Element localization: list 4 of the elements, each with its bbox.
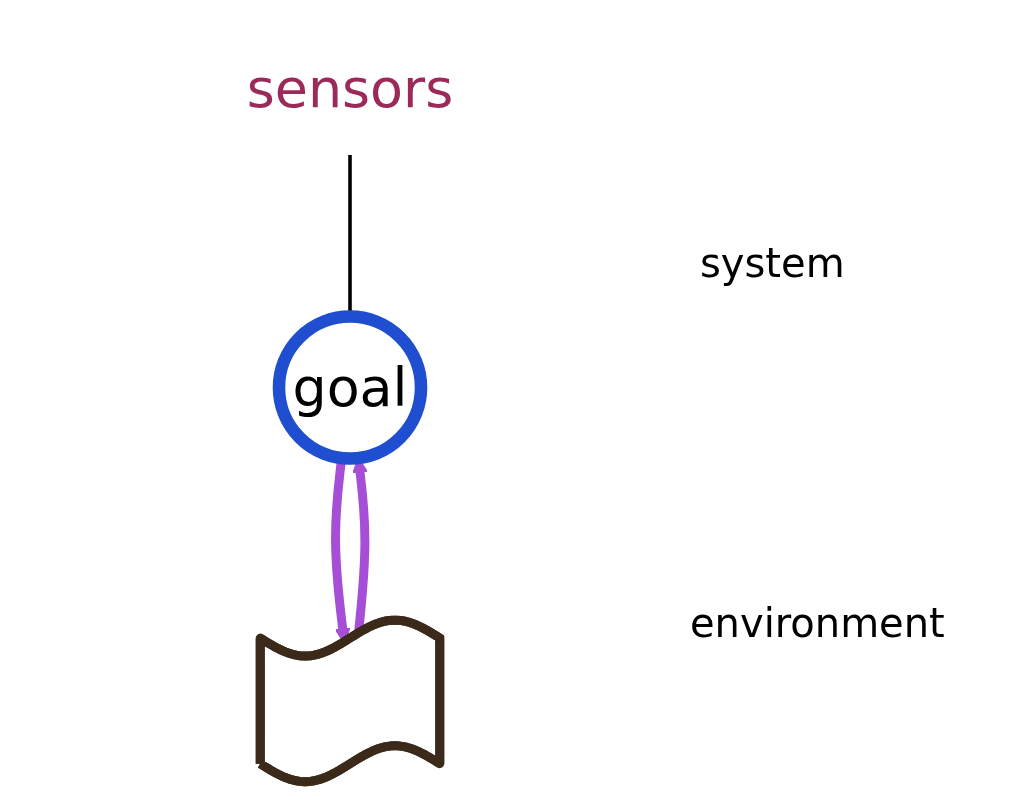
label-text: environment [690,600,945,646]
node-circle: goal [272,309,428,465]
node-text: sensors [246,55,454,119]
label-text: system [700,240,845,286]
